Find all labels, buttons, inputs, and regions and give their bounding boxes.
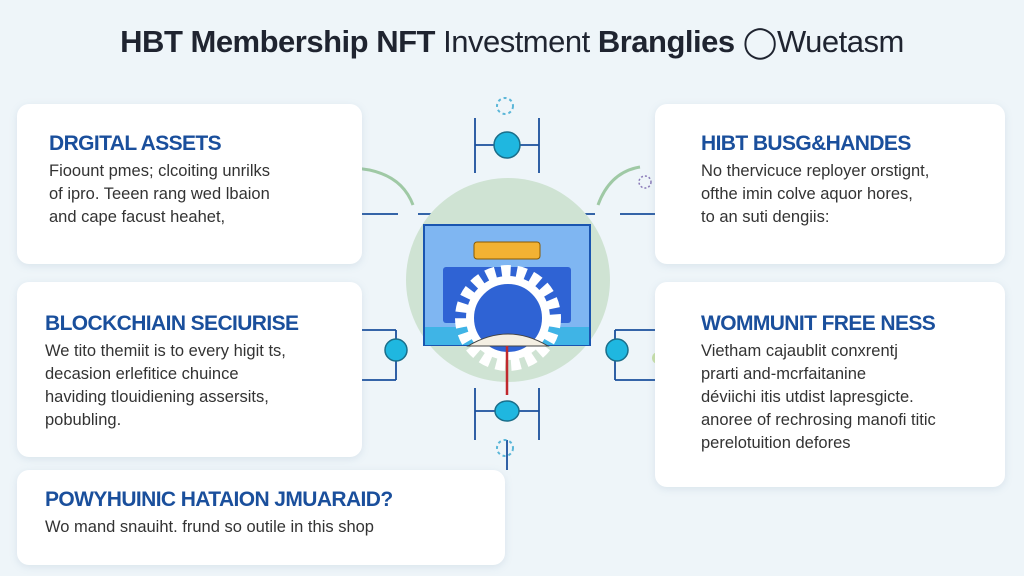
card-line: Wo mand snauiht. frund so outile in this…: [45, 518, 374, 536]
card-line: decasion erlefitice chuince: [45, 365, 239, 383]
node-right: [605, 338, 629, 362]
card-digital-assets: DRGITAL ASSETS Fioount pmes; clcoiting u…: [17, 104, 362, 264]
sparkle-icon: [638, 175, 652, 189]
title-part: Wuetasm: [776, 24, 904, 59]
card-line: Vietham cajaublit conxrentj: [701, 342, 898, 360]
sparkle-icon: [496, 97, 514, 115]
card-line: and cape facust heahet,: [49, 208, 226, 226]
card-question: POWYHUINIC HATAION JMUARAID? Wo mand sna…: [17, 470, 505, 565]
card-heading: BLOCKCHIAIN SECIURISE: [45, 312, 299, 335]
card-line: haviding tlouidiening assersits,: [45, 388, 269, 406]
card-line: No thervicuce reployer orstignt,: [701, 162, 930, 180]
card-heading: WOMMUNIT FREE NESS: [701, 312, 936, 335]
title-part: Branglies: [597, 24, 735, 59]
title-part: Investment: [443, 24, 590, 59]
node-top: [493, 131, 521, 159]
card-heading: DRGITAL ASSETS: [49, 132, 222, 155]
sparkle-icon: [496, 439, 514, 457]
card-line: ofthe imin colve aquor hores,: [701, 185, 913, 203]
card-line: anoree of rechrosing manofi titic: [701, 411, 936, 429]
card-hibt-business: HIBT BUSG&HANDES No thervicuce reployer …: [655, 104, 1005, 264]
card-community: WOMMUNIT FREE NESS Vietham cajaublit con…: [655, 282, 1005, 487]
card-body: We tito themiit is to every higit ts, dec…: [45, 340, 362, 432]
logo-icon: ◯: [742, 24, 778, 59]
card-line: perelotuition defores: [701, 434, 851, 452]
card-body: Vietham cajaublit conxrentj prarti and-mc…: [701, 340, 1005, 455]
card-line: of ipro. Teeen rang wed lbaion: [49, 185, 270, 203]
card-line: Fioount pmes; clcoiting unrilks: [49, 162, 271, 180]
card-blockchain-security: BLOCKCHIAIN SECIURISE We tito themiit is…: [17, 282, 362, 457]
card-heading: POWYHUINIC HATAION JMUARAID?: [45, 488, 393, 511]
card-line: to an suti dengiis:: [701, 208, 830, 226]
card-line: déviichi itis utdist lapresgicte.: [701, 388, 914, 406]
card-heading: HIBT BUSG&HANDES: [701, 132, 911, 155]
page-title: HBT Membership NFT Investment Branglies …: [0, 24, 1024, 60]
node-left: [384, 338, 408, 362]
arc-decoration: [596, 165, 641, 206]
card-line: We tito themiit is to every higit ts,: [45, 342, 286, 360]
card-body: Fioount pmes; clcoiting unrilks of ipro. …: [49, 160, 362, 229]
card-line: pobubling.: [45, 411, 122, 429]
badge-icon: [473, 241, 541, 260]
node-bottom: [494, 400, 520, 422]
title-part: HBT Membership NFT: [120, 24, 435, 59]
card-body: No thervicuce reployer orstignt, ofthe im…: [701, 160, 1005, 229]
card-body: Wo mand snauiht. frund so outile in this…: [45, 516, 505, 539]
card-line: prarti and-mcrfaitanine: [701, 365, 867, 383]
